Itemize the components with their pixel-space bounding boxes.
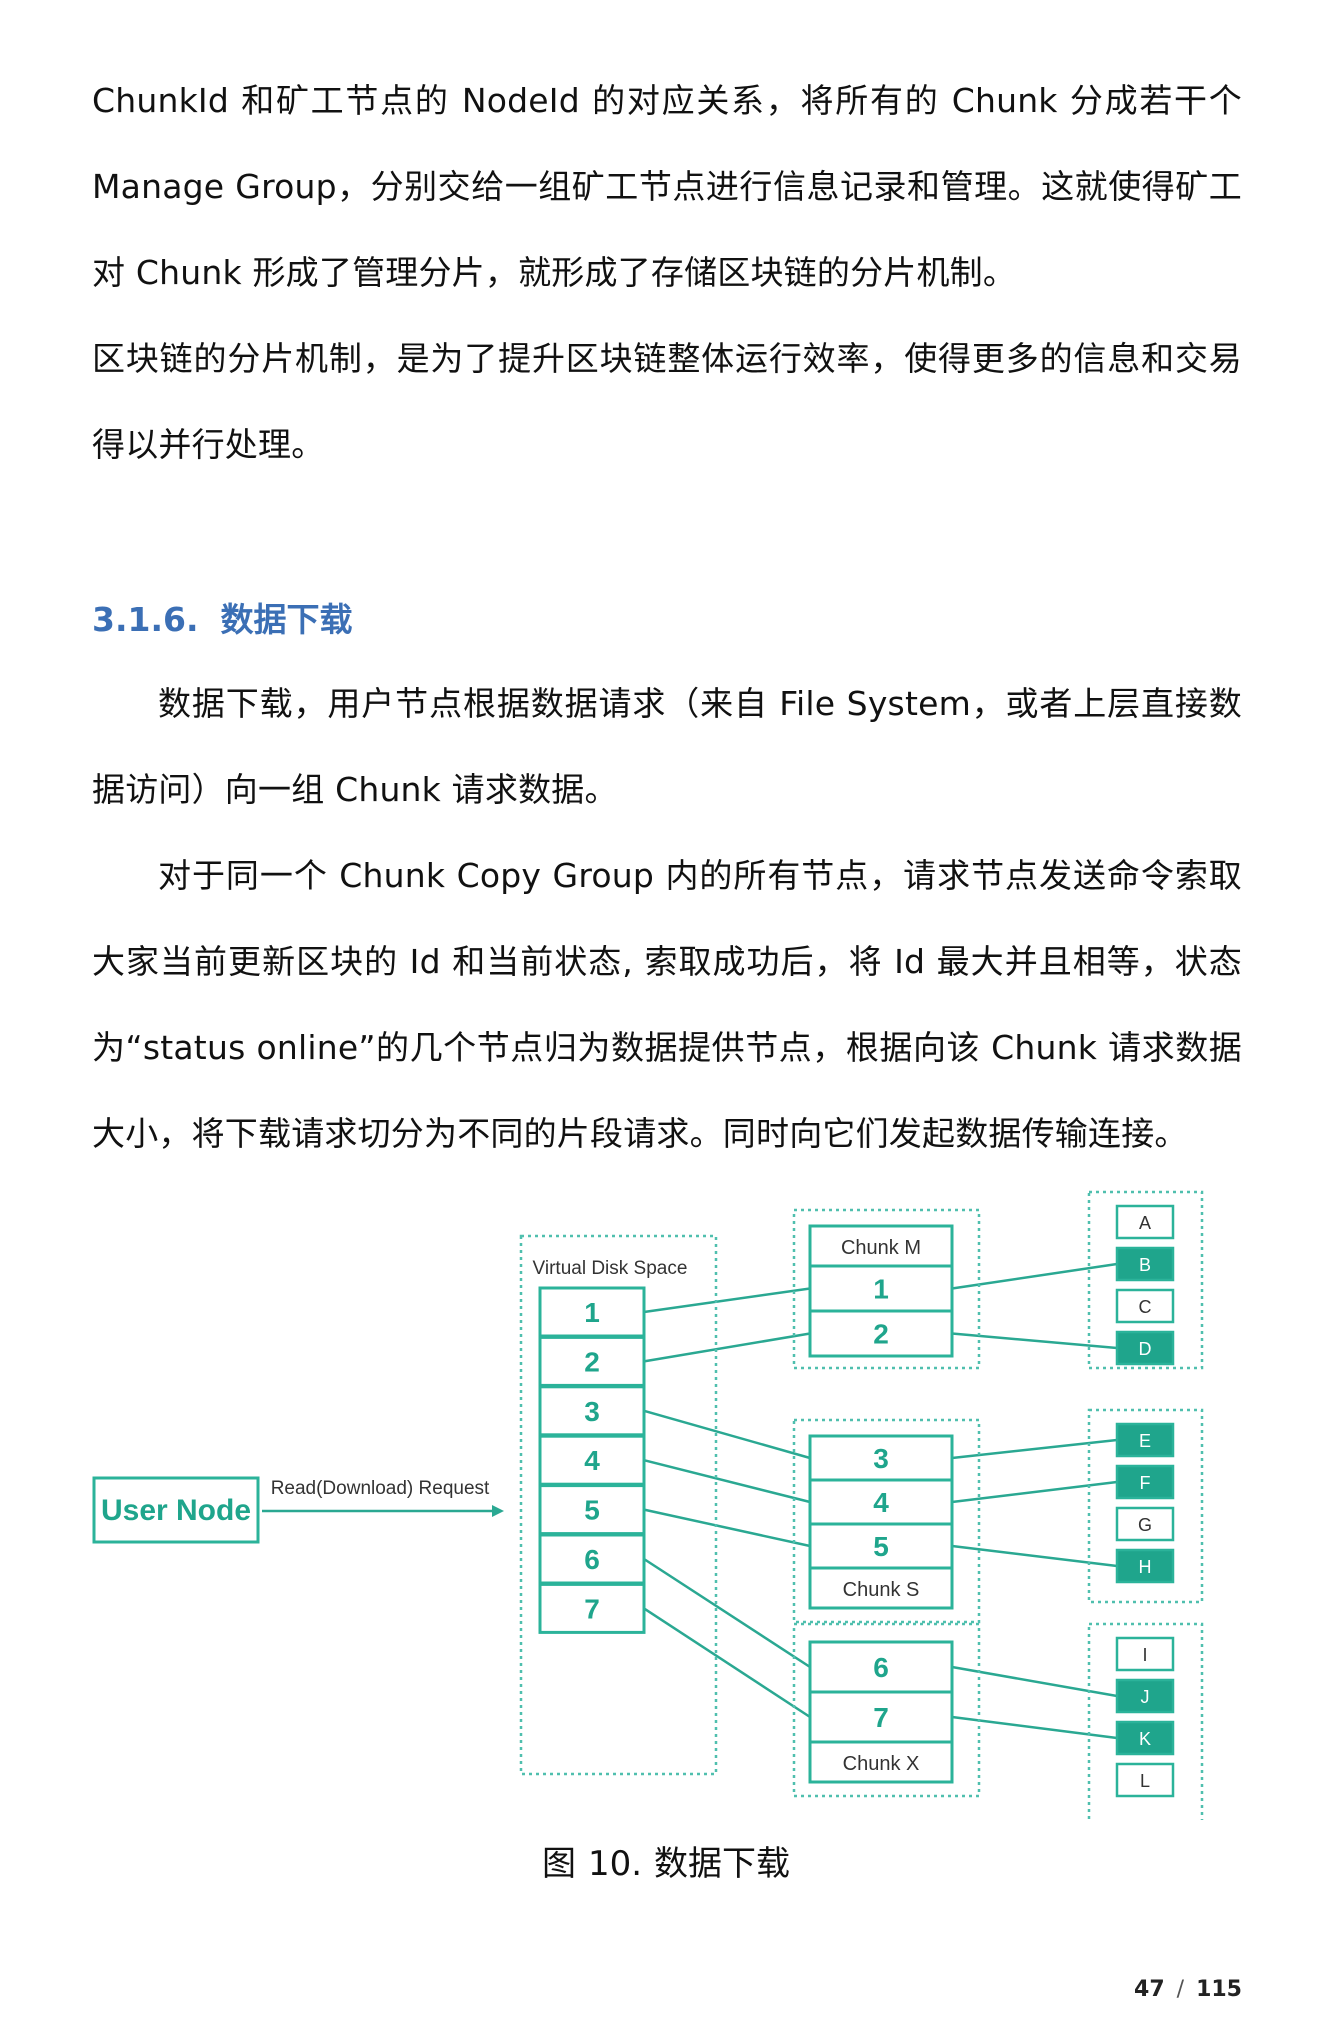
storage-node-label: E	[1139, 1431, 1151, 1451]
storage-node	[1115, 1506, 1175, 1542]
paragraph-sharding-purpose: 区块链的分片机制，是为了提升区块链整体运行效率，使得更多的信息和交易得以并行处理…	[92, 339, 1242, 464]
storage-node-active	[1115, 1422, 1175, 1458]
disk-block-label: 7	[584, 1593, 600, 1624]
disk-to-chunk-line	[643, 1458, 811, 1504]
user-node-box	[92, 1476, 260, 1544]
storage-node	[1115, 1762, 1175, 1798]
chunk-box	[808, 1640, 954, 1784]
disk-block-label: 2	[584, 1346, 600, 1377]
storage-node-label: A	[1139, 1213, 1151, 1233]
section-title: 数据下载	[220, 600, 353, 639]
storage-node	[1115, 1288, 1175, 1324]
disk-to-chunk-line	[643, 1508, 811, 1548]
disk-to-chunk-line	[643, 1332, 811, 1363]
node-group-dotted-frame	[1087, 1408, 1204, 1604]
storage-node-label: F	[1140, 1473, 1151, 1493]
request-label: Read(Download) Request	[271, 1478, 490, 1499]
storage-node-active	[1115, 1548, 1175, 1584]
storage-node-label: K	[1139, 1729, 1151, 1749]
storage-node-label: L	[1140, 1771, 1150, 1791]
disk-block-label: 6	[584, 1544, 600, 1575]
caption-prefix: 图	[541, 1844, 576, 1884]
page-total: 115	[1196, 1977, 1242, 2002]
data-download-diagram: User Node Read(Download) Request Virtual…	[92, 1190, 1204, 1820]
node-group-dotted-frame	[1087, 1190, 1204, 1370]
chunk-block-label: 4	[873, 1487, 889, 1518]
chunk-to-node-line	[951, 1332, 1118, 1350]
storage-node-active	[1115, 1720, 1175, 1756]
chunk-block-label: 7	[873, 1702, 889, 1733]
disk-to-chunk-line	[643, 1409, 811, 1460]
chunk-dotted-frame	[792, 1418, 981, 1624]
storage-node-active	[1115, 1464, 1175, 1500]
storage-node-label: I	[1142, 1645, 1147, 1665]
chunk-name: Chunk S	[843, 1579, 920, 1601]
storage-node-label: H	[1139, 1557, 1152, 1577]
disk-to-chunk-line	[643, 1607, 811, 1719]
caption-number: 10.	[587, 1844, 643, 1884]
user-node-label: User Node	[101, 1494, 251, 1527]
chunk-block-label: 6	[873, 1652, 889, 1683]
request-arrow: Read(Download) Request	[262, 1478, 504, 1517]
disk-block	[538, 1582, 646, 1634]
disk-block	[538, 1335, 646, 1387]
disk-block-label: 5	[584, 1495, 600, 1526]
chunk-to-node-line	[951, 1480, 1118, 1504]
chunk-to-node-line	[951, 1715, 1118, 1740]
disk-block	[538, 1484, 646, 1536]
chunk-to-node-line	[951, 1262, 1118, 1290]
storage-node-label: J	[1141, 1687, 1150, 1707]
chunk-box	[808, 1224, 954, 1358]
chunk-block-label: 1	[873, 1274, 889, 1305]
disk-block	[538, 1385, 646, 1437]
chunk-name: Chunk M	[841, 1237, 921, 1259]
virtual-disk-space: Virtual Disk Space 1 2 3 4 5 6 7	[519, 1234, 718, 1776]
chunk-block-label: 3	[873, 1443, 889, 1474]
storage-node-active	[1115, 1678, 1175, 1714]
chunk-block-label: 5	[873, 1531, 889, 1562]
node-group-dotted-frame	[1087, 1622, 1204, 1820]
disk-to-chunk-line	[643, 1287, 811, 1314]
page-number: 47 / 115	[1134, 1975, 1242, 2005]
storage-node	[1115, 1636, 1175, 1672]
chunk-box	[808, 1434, 954, 1610]
disk-block-label: 3	[584, 1396, 600, 1427]
paragraph-sharding-detail: ChunkId 和矿工节点的 NodeId 的对应关系，将所有的 Chunk 分…	[92, 81, 1242, 292]
storage-node-label: G	[1138, 1515, 1152, 1535]
chunk-to-node-line	[951, 1544, 1118, 1568]
section-heading: 3.1.6. 数据下载	[92, 596, 353, 644]
storage-node	[1115, 1204, 1175, 1240]
storage-node-active	[1115, 1246, 1175, 1282]
disk-to-chunk-line	[643, 1557, 811, 1669]
figure-caption: 图 10. 数据下载	[0, 1840, 1332, 1888]
disk-block-label: 4	[584, 1445, 600, 1476]
paragraph-download-intro: 数据下载，用户节点根据数据请求（来自 File System，或者上层直接数据访…	[92, 684, 1242, 809]
storage-node-label: B	[1139, 1255, 1151, 1275]
page-current: 47	[1134, 1977, 1165, 2002]
storage-node-active	[1115, 1330, 1175, 1366]
paragraph-download-process: 对于同一个 Chunk Copy Group 内的所有节点，请求节点发送命令索取…	[92, 856, 1242, 1153]
chunk-block-label: 2	[873, 1319, 889, 1350]
chunk-dotted-frame	[792, 1208, 981, 1370]
chunk-name: Chunk X	[843, 1753, 920, 1775]
user-node: User Node	[92, 1476, 260, 1544]
disk-block-label: 1	[584, 1297, 600, 1328]
chunk-to-node-line	[951, 1665, 1118, 1698]
section-number: 3.1.6.	[92, 600, 199, 639]
caption-title: 数据下载	[654, 1844, 791, 1884]
storage-node-label: C	[1139, 1297, 1152, 1317]
storage-node-label: D	[1139, 1339, 1152, 1359]
chunk-dotted-frame	[792, 1622, 981, 1798]
virtual-disk-label: Virtual Disk Space	[533, 1258, 688, 1279]
page-separator: /	[1176, 1977, 1185, 2002]
chunk-to-node-line	[951, 1438, 1118, 1460]
virtual-disk-dotted-frame	[519, 1234, 718, 1776]
